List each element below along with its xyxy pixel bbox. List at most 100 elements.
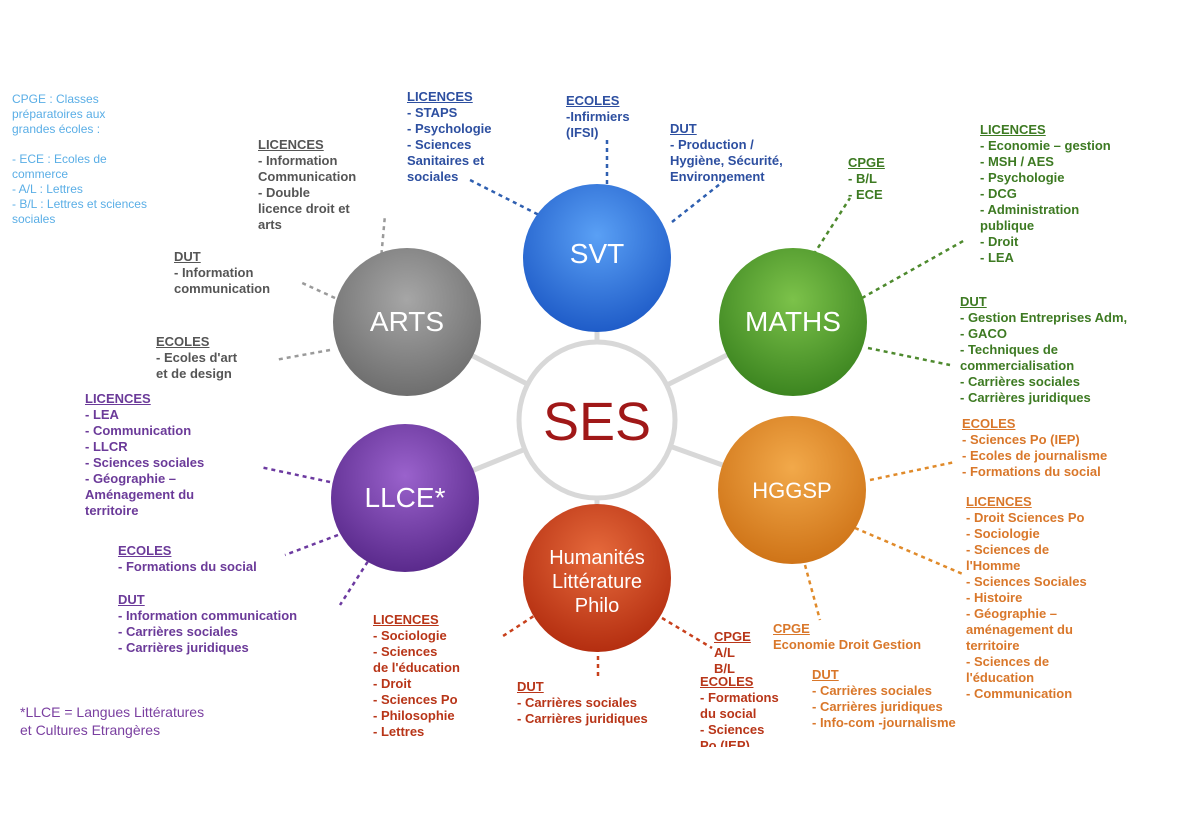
- list-item: - B/L: [848, 171, 877, 186]
- list-item: - Psychologie: [980, 170, 1065, 185]
- section-heading: ECOLES: [700, 674, 754, 689]
- list-item: - Ecoles de journalisme: [962, 448, 1108, 463]
- list-item: - Carrières sociales: [960, 374, 1080, 389]
- section-heading: DUT: [670, 121, 697, 136]
- list-item: - Information: [258, 153, 338, 168]
- section-heading: LICENCES: [980, 122, 1046, 137]
- list-item: de l'éducation: [373, 660, 460, 675]
- list-item: - Information: [174, 265, 254, 280]
- humanites-dut: DUT- Carrières sociales- Carrières jurid…: [517, 678, 648, 727]
- section-heading: ECOLES: [566, 93, 620, 108]
- list-item: B/L: [714, 661, 735, 676]
- list-item: du social: [700, 706, 757, 721]
- section-heading: ECOLES: [156, 334, 210, 349]
- llce-label: LLCE*: [364, 482, 446, 513]
- list-item: - Gestion Entreprises Adm,: [960, 310, 1128, 325]
- section-heading: LICENCES: [258, 137, 324, 152]
- list-item: arts: [258, 217, 282, 232]
- hggsp-ecoles: ECOLES- Sciences Po (IEP)- Ecoles de jou…: [962, 415, 1107, 480]
- list-item: - Carrières sociales: [118, 624, 238, 639]
- text-line: - A/L : Lettres: [12, 182, 83, 196]
- section-heading: ECOLES: [962, 416, 1016, 431]
- list-item: - Sociologie: [373, 628, 447, 643]
- svt-ecoles: ECOLES-Infirmiers(IFSI): [566, 92, 630, 141]
- list-item: - Sciences Sociales: [966, 574, 1087, 589]
- list-item: - Information communication: [118, 608, 298, 623]
- llce-dut: DUT- Information communication- Carrière…: [118, 591, 297, 656]
- maths-cpge: CPGE- B/L- ECE: [848, 154, 885, 203]
- list-item: - Sciences Po (IEP): [962, 432, 1080, 447]
- section-heading: CPGE: [848, 155, 885, 170]
- list-item: - Double: [258, 185, 310, 200]
- text-line: sociales: [12, 212, 56, 226]
- section-heading: DUT: [174, 249, 201, 264]
- list-item: - Sciences sociales: [85, 455, 205, 470]
- section-heading: LICENCES: [85, 391, 151, 406]
- list-item: Sanitaires et: [407, 153, 485, 168]
- list-item: - ECE: [848, 187, 883, 202]
- list-item: - DCG: [980, 186, 1017, 201]
- text-line: CPGE : Classes: [12, 92, 99, 106]
- text-line: [12, 137, 147, 152]
- svt-label: SVT: [569, 238, 625, 269]
- text-line: grandes écoles :: [12, 122, 101, 136]
- list-item: - Droit Sciences Po: [966, 510, 1085, 525]
- list-item: licence droit et: [258, 201, 350, 216]
- arts-node: [333, 248, 481, 396]
- text-line: préparatoires aux: [12, 107, 106, 121]
- list-item: Hygiène, Sécurité,: [670, 153, 783, 168]
- list-item: aménagement du: [966, 622, 1073, 637]
- hggsp-dut: DUT- Carrières sociales- Carrières jurid…: [812, 666, 956, 731]
- list-item: communication: [174, 281, 271, 296]
- hggsp-label: HGGSP: [752, 478, 832, 503]
- humanites-node: [523, 504, 671, 652]
- center-label: SES: [543, 392, 651, 452]
- svt-dut: DUT- Production /Hygiène, Sécurité,Envir…: [670, 120, 783, 185]
- list-item: - GACO: [960, 326, 1007, 341]
- list-item: - LEA: [980, 250, 1014, 265]
- list-item: (IFSI): [566, 125, 599, 140]
- section-heading: CPGE: [714, 629, 751, 644]
- text-line: - ECE : Ecoles de: [12, 152, 107, 166]
- section-heading: DUT: [118, 592, 145, 607]
- text-line: Humanités: [549, 547, 645, 569]
- list-item: - Formations: [700, 690, 779, 705]
- list-item: Environnement: [670, 169, 765, 184]
- svt-node: [523, 184, 671, 332]
- list-item: l'éducation: [966, 670, 1035, 685]
- list-item: Po (IEP): [700, 738, 750, 747]
- hggsp-licences: LICENCES- Droit Sciences Po- Sociologie-…: [966, 493, 1087, 702]
- list-item: - Sciences: [373, 644, 438, 659]
- list-item: - Sciences de: [966, 542, 1050, 557]
- list-item: - Communication: [85, 423, 192, 438]
- list-item: - Economie – gestion: [980, 138, 1111, 153]
- list-item: -Infirmiers: [566, 109, 630, 124]
- list-item: - Carrières juridiques: [812, 699, 943, 714]
- section-heading: ECOLES: [118, 543, 172, 558]
- list-item: territoire: [85, 503, 139, 518]
- section-heading: DUT: [517, 679, 544, 694]
- list-item: - Carrières juridiques: [517, 711, 648, 726]
- list-item: - Communication: [966, 686, 1073, 701]
- list-item: Communication: [258, 169, 357, 184]
- list-item: - Formations du social: [118, 559, 257, 574]
- center-node: [516, 339, 678, 501]
- list-item: - Histoire: [966, 590, 1023, 605]
- llce-node: [331, 424, 479, 572]
- section-heading: LICENCES: [966, 494, 1032, 509]
- text-line: *LLCE = Langues Littératures: [20, 704, 205, 720]
- list-item: - Carrières juridiques: [118, 640, 249, 655]
- list-item: - Formations du social: [962, 464, 1101, 479]
- list-item: - Géographie –: [85, 471, 177, 486]
- text-line: Philo: [574, 595, 620, 617]
- list-item: - Droit: [373, 676, 412, 691]
